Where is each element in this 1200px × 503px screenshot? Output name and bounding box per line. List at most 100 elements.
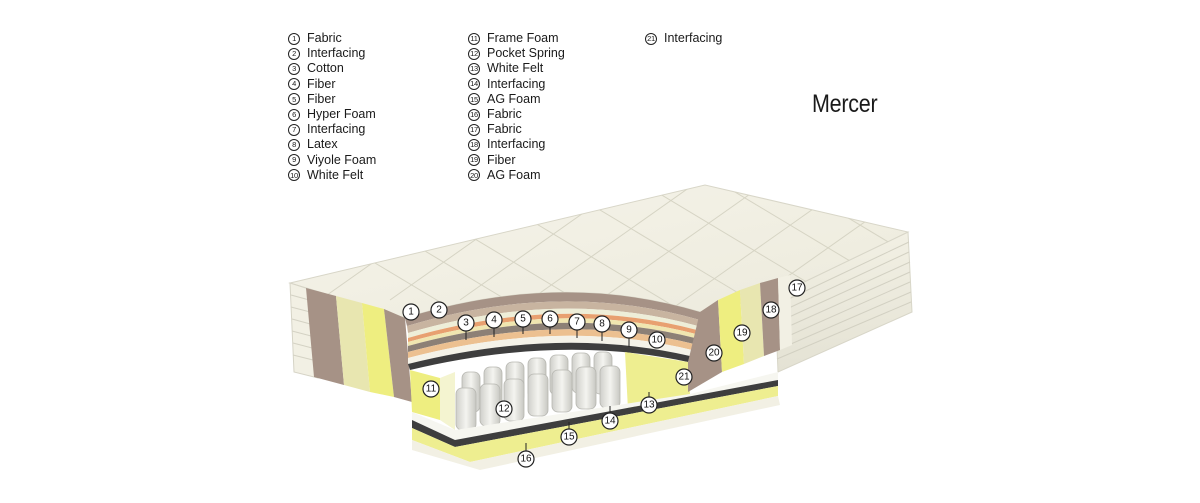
legend-number-badge: 8 [288,138,300,151]
callout-15: 15 [560,422,578,446]
svg-text:6: 6 [547,314,553,325]
legend-item: 14 Interfacing [468,77,565,92]
svg-text:4: 4 [491,315,497,326]
legend-label: Fiber [487,152,516,167]
svg-text:13: 13 [643,400,655,411]
legend-label: Interfacing [307,46,366,61]
legend-item: 19 Fiber [468,153,565,168]
legend-label: Hyper Foam [307,106,376,121]
legend-label: Latex [307,137,338,152]
legend-item: 7 Interfacing [288,122,376,137]
svg-text:5: 5 [520,314,526,325]
callout-8: 8 [593,315,611,341]
legend-column-2: 11 Frame Foam 12 Pocket Spring 13 White Fel… [468,31,565,183]
legend-item: 20 AG Foam [468,168,565,183]
legend-number-badge: 12 [468,47,480,60]
mattress-right-side [774,231,913,373]
callout-2: 2 [430,301,448,319]
legend-label: Fiber [307,91,336,106]
svg-text:3: 3 [463,318,469,329]
callout-12: 12 [495,400,513,418]
svg-text:12: 12 [498,404,510,415]
legend-number-badge: 10 [288,169,300,182]
legend-number-badge: 1 [288,32,300,45]
callout-20: 20 [705,344,723,362]
legend-label: Fiber [307,76,336,91]
legend-number-badge: 19 [468,154,480,167]
legend-item: 2 Interfacing [288,46,376,61]
callout-6: 6 [541,310,559,334]
callout-9: 9 [620,321,638,347]
legend-number-badge: 6 [288,108,300,121]
legend-item: 5 Fiber [288,92,376,107]
callout-16: 16 [517,443,535,468]
legend-number-badge: 3 [288,62,300,75]
legend-label: Interfacing [307,122,366,137]
svg-text:16: 16 [520,454,532,465]
svg-text:21: 21 [678,372,690,383]
legend-number-badge: 17 [468,123,480,136]
legend-number-badge: 14 [468,78,480,91]
legend-number-badge: 15 [468,93,480,106]
svg-text:11: 11 [426,384,437,395]
product-name: Mercer [812,90,878,118]
legend-number-badge: 11 [468,32,480,45]
callout-10: 10 [648,331,666,349]
legend-number-badge: 13 [468,62,480,75]
legend-item: 17 Fabric [468,122,565,137]
legend-item: 3 Cotton [288,61,376,76]
callout-1: 1 [402,303,420,321]
callout-7: 7 [568,313,586,338]
legend-number-badge: 7 [288,123,300,136]
legend-label: Interfacing [664,31,723,45]
callout-14: 14 [601,406,619,430]
legend-item: 12 Pocket Spring [468,46,565,61]
legend-column-3: 21 Interfacing [645,31,722,46]
legend-label: Frame Foam [487,31,559,45]
legend-item: 21 Interfacing [645,31,722,46]
callout-21: 21 [675,368,693,386]
callout-3: 3 [457,314,475,340]
bottom-layers [412,372,780,470]
svg-text:10: 10 [651,335,663,346]
legend-item: 10 White Felt [288,168,376,183]
legend-label: AG Foam [487,91,541,106]
callout-17: 17 [788,279,806,297]
left-cut-layers [306,288,412,402]
legend-label: White Felt [487,61,544,76]
svg-text:1: 1 [408,307,414,318]
legend-label: Pocket Spring [487,46,565,61]
callout-5: 5 [514,310,532,334]
legend-number-badge: 2 [288,47,300,60]
legend-number-badge: 21 [645,32,657,45]
legend-item: 13 White Felt [468,61,565,76]
svg-text:7: 7 [574,317,580,328]
callout-13: 13 [640,392,658,414]
legend-number-badge: 20 [468,169,480,182]
callout-19: 19 [733,324,751,342]
legend-label: White Felt [307,167,364,182]
svg-text:17: 17 [791,283,803,294]
svg-text:8: 8 [599,319,605,330]
legend-item: 6 Hyper Foam [288,107,376,122]
callout-4: 4 [485,311,503,337]
legend-item: 15 AG Foam [468,92,565,107]
legend-number-badge: 18 [468,138,480,151]
callout-11: 11 [422,380,440,398]
svg-text:20: 20 [708,348,720,359]
svg-text:2: 2 [436,305,442,316]
legend-label: Interfacing [487,76,546,91]
legend-label: Fabric [487,122,522,137]
legend-label: Cotton [307,61,344,76]
legend-item: 8 Latex [288,137,376,152]
callout-markers: 1 2 3 4 5 6 7 8 9 10 11 12 13 14 15 16 1… [402,279,806,468]
legend-label: AG Foam [487,167,541,182]
svg-text:15: 15 [563,432,575,443]
svg-text:18: 18 [765,305,777,316]
legend-number-badge: 5 [288,93,300,106]
svg-text:9: 9 [626,325,632,336]
